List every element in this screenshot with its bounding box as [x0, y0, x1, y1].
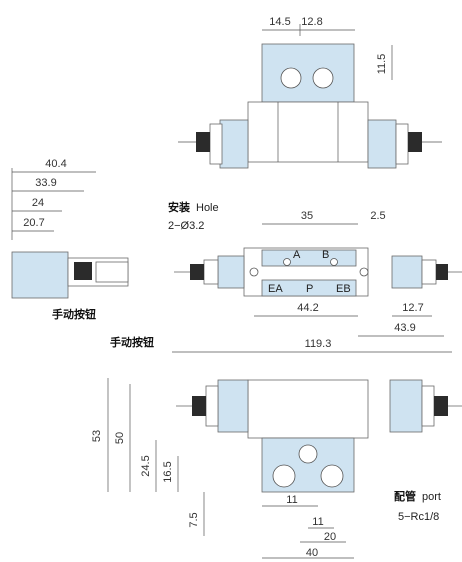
- mid-port-strip-top: [261, 249, 357, 267]
- top-view: 14.5 12.8 11.5: [178, 16, 442, 169]
- side-coil-block: [11, 251, 69, 299]
- dim-12-7: 12.7: [402, 302, 423, 314]
- bottom-left-coil: [217, 379, 249, 433]
- dim-14-5: 14.5: [269, 16, 290, 28]
- port-a: A: [293, 249, 301, 261]
- dim-16-5: 16.5: [162, 461, 174, 482]
- dim-11-a: 11: [286, 494, 297, 506]
- mount-hole-count: 2−Ø3.2: [168, 220, 204, 232]
- port-eb: EB: [336, 283, 351, 295]
- middle-view: 安装 Hole 2−Ø3.2 35 2.5 A B EA P EB 44.2 1…: [168, 200, 462, 353]
- mid-port-strip-bottom: [261, 279, 357, 297]
- bottom-right-coil: [389, 379, 423, 433]
- mount-hole-en: Hole: [196, 202, 219, 214]
- dim-24-5: 24.5: [140, 455, 152, 476]
- top-manifold-block: [261, 43, 355, 103]
- dim-33-9: 33.9: [35, 177, 56, 189]
- port-ea: EA: [268, 283, 283, 295]
- dim-43-9: 43.9: [394, 322, 415, 334]
- top-left-coil: [219, 119, 249, 169]
- bottom-port-1: [272, 464, 296, 488]
- top-right-coil: [367, 119, 397, 169]
- dim-50: 50: [114, 432, 126, 444]
- dim-24: 24: [32, 197, 44, 209]
- bottom-view: 53 50 24.5 16.5 7.5 11 11 20 40 配管 p: [91, 378, 462, 559]
- dim-40-4: 40.4: [45, 158, 66, 170]
- dim-12-8: 12.8: [301, 16, 322, 28]
- port-p: P: [306, 283, 313, 295]
- side-view: 40.4 33.9 24 20.7: [11, 158, 129, 299]
- dim-11-5: 11.5: [376, 54, 388, 75]
- bottom-port-3: [320, 464, 344, 488]
- dim-20-7: 20.7: [23, 217, 44, 229]
- dim-2-5: 2.5: [370, 210, 385, 222]
- manual-button-label-1: 手动按钮: [52, 307, 96, 321]
- dim-40: 40: [306, 547, 318, 559]
- top-port-circle-1: [280, 67, 302, 89]
- top-port-circle-2: [312, 67, 334, 89]
- mid-right-coil: [391, 255, 423, 289]
- dim-35: 35: [301, 210, 313, 222]
- dim-44-2: 44.2: [297, 302, 318, 314]
- dim-11-b: 11: [312, 516, 323, 528]
- dim-7-5: 7.5: [188, 512, 200, 527]
- dim-53: 53: [91, 430, 103, 442]
- port-b: B: [322, 249, 329, 261]
- bottom-valve-body: [247, 379, 369, 439]
- top-valve-body: [247, 101, 369, 163]
- piping-spec: 5−Rc1/8: [398, 511, 439, 523]
- dim-20: 20: [324, 531, 336, 543]
- mid-left-coil: [217, 255, 245, 289]
- bottom-port-2: [298, 444, 318, 464]
- piping-en: port: [422, 491, 441, 503]
- mount-hole-cn: 安装: [168, 200, 190, 214]
- manual-button-label-2: 手动按钮: [110, 335, 154, 349]
- dim-119-3: 119.3: [305, 338, 332, 350]
- piping-cn: 配管: [394, 489, 416, 503]
